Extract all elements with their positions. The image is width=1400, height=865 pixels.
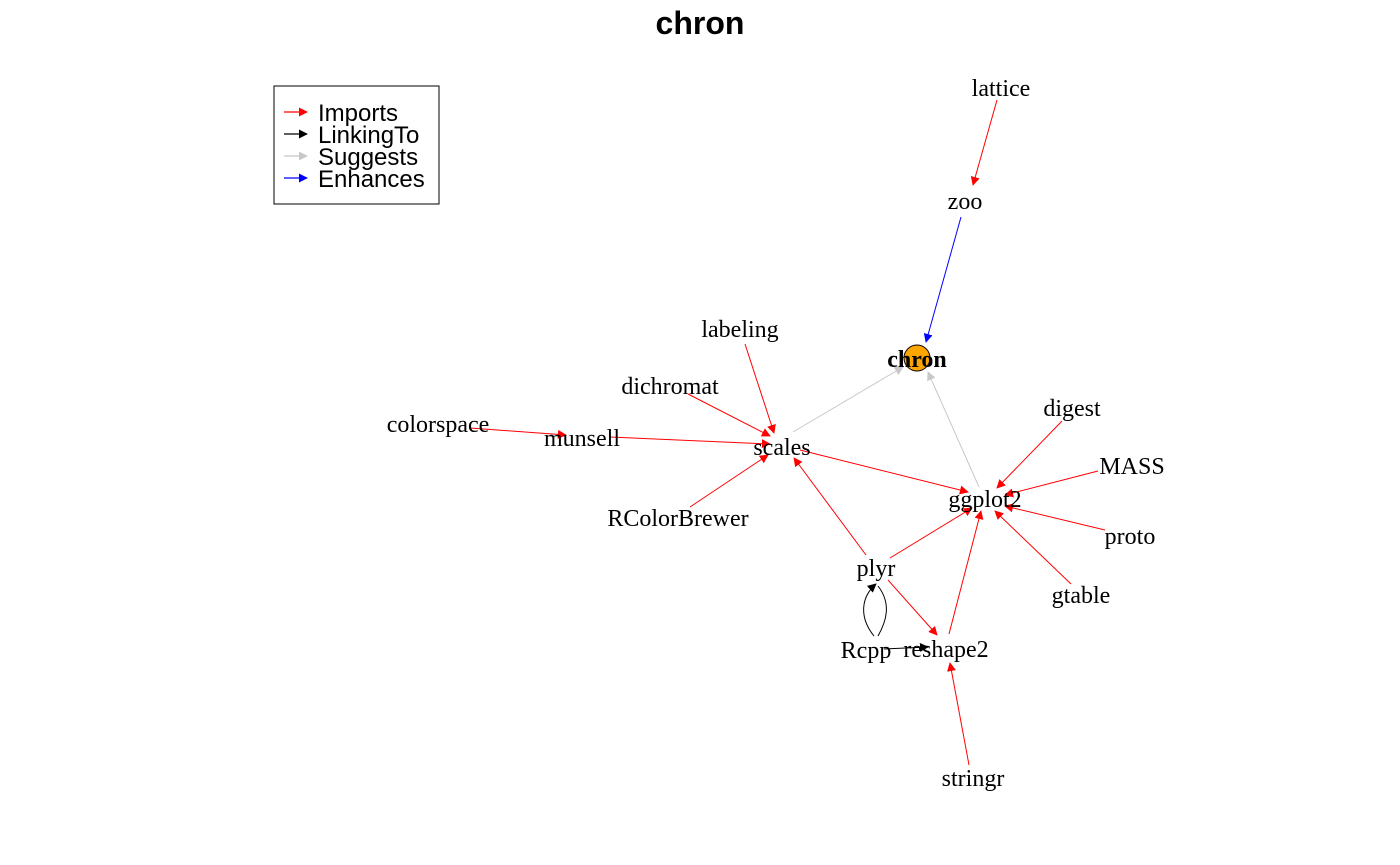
edge-gtable-to-ggplot2 — [994, 510, 1072, 585]
edge-stringr-to-reshape2 — [947, 662, 970, 766]
node-label-colorspace: colorspace — [387, 412, 490, 438]
legend-box — [273, 85, 440, 205]
graph-title: chron — [656, 5, 745, 41]
node-label-proto: proto — [1105, 524, 1156, 550]
edge-scales-to-chron — [792, 366, 904, 433]
edges — [469, 99, 1106, 766]
edge-colorspace-to-munsell — [469, 427, 567, 439]
edge-labeling-to-scales — [744, 343, 776, 434]
edge-ggplot2-to-chron — [927, 371, 980, 488]
legend-item-enhances: Enhances — [284, 166, 425, 193]
node-label-labeling: labeling — [701, 317, 778, 343]
node-label-lattice: lattice — [972, 76, 1031, 102]
node-label-chron: chron — [887, 347, 947, 373]
edge-dichromat-to-scales — [687, 393, 771, 437]
node-label-gtable: gtable — [1052, 583, 1111, 609]
nodes: chron lattice zoo labeling dichromat colorspa… — [387, 76, 1165, 792]
node-label-scales: scales — [753, 435, 810, 461]
edge-rcpp-to-reshape2 — [883, 642, 929, 652]
edge-proto-to-ggplot2 — [1004, 503, 1106, 531]
edge-reshape2-to-ggplot2 — [948, 510, 984, 635]
legend-label-suggests: Suggests — [318, 144, 418, 171]
legend-label-linkingto: LinkingTo — [318, 122, 419, 149]
edge-rcpp-to-plyr — [863, 583, 877, 637]
node-label-mass: MASS — [1099, 454, 1164, 480]
edge-zoo-to-chron — [923, 216, 962, 343]
node-label-plyr: plyr — [857, 556, 896, 582]
node-label-stringr: stringr — [942, 766, 1005, 792]
legend-item-linkingto: LinkingTo — [284, 122, 419, 149]
edge-rcolorbrewer-to-scales — [689, 454, 769, 508]
node-label-ggplot2: ggplot2 — [948, 487, 1021, 513]
legend-label-enhances: Enhances — [318, 166, 425, 193]
edge-plyr-to-reshape2 — [887, 579, 938, 636]
node-label-rcolorbrewer: RColorBrewer — [607, 506, 748, 532]
edge-plyr-to-scales — [793, 457, 867, 556]
edge-lattice-to-zoo — [970, 99, 998, 186]
edge-rcpp-to-plyr-return — [877, 585, 887, 637]
legend: Imports LinkingTo Suggests Enhances — [273, 85, 440, 205]
node-label-dichromat: dichromat — [621, 374, 719, 400]
legend-item-imports: Imports — [284, 100, 398, 127]
legend-item-suggests: Suggests — [284, 144, 418, 171]
root-node-marker — [903, 344, 931, 372]
node-label-reshape2: reshape2 — [903, 637, 988, 663]
edge-scales-to-ggplot2 — [799, 449, 969, 495]
edge-mass-to-ggplot2 — [1004, 470, 1099, 498]
node-label-rcpp: Rcpp — [841, 638, 892, 664]
edge-digest-to-ggplot2 — [996, 420, 1063, 489]
node-label-zoo: zoo — [948, 189, 983, 215]
node-label-digest: digest — [1043, 396, 1101, 422]
node-label-munsell: munsell — [544, 426, 620, 452]
edge-plyr-to-ggplot2 — [889, 507, 973, 559]
edge-munsell-to-scales — [609, 436, 771, 449]
legend-label-imports: Imports — [318, 100, 398, 127]
